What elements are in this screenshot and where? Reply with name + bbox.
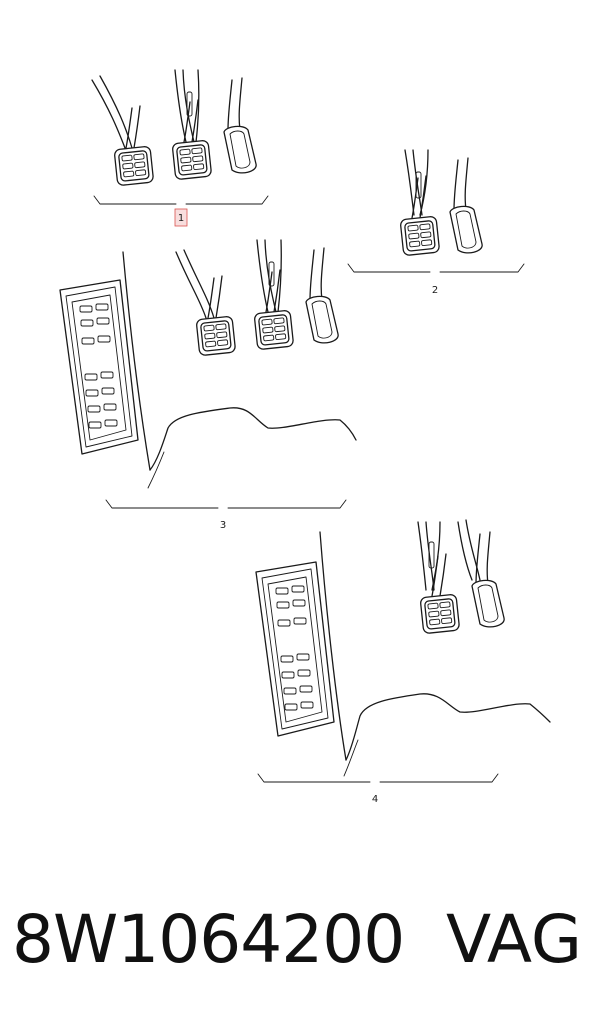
assembly-2: 2: [347, 149, 525, 296]
callout-4-label: 4: [372, 794, 378, 805]
callout-1-label: 1: [178, 213, 184, 224]
footer: 8W1064200 VAG: [0, 880, 600, 1000]
assembly-1: 1: [91, 69, 269, 227]
callout-3-label: 3: [220, 520, 226, 531]
part-number: 8W1064200: [12, 901, 405, 978]
callout-2-label: 2: [432, 285, 438, 296]
parts-diagram: 1 2 3: [59, 69, 551, 805]
assembly-3: 3: [59, 239, 357, 531]
assembly-4: 4: [255, 519, 551, 805]
callout-1-highlight: [174, 208, 188, 227]
brand-label: VAG: [445, 901, 582, 978]
